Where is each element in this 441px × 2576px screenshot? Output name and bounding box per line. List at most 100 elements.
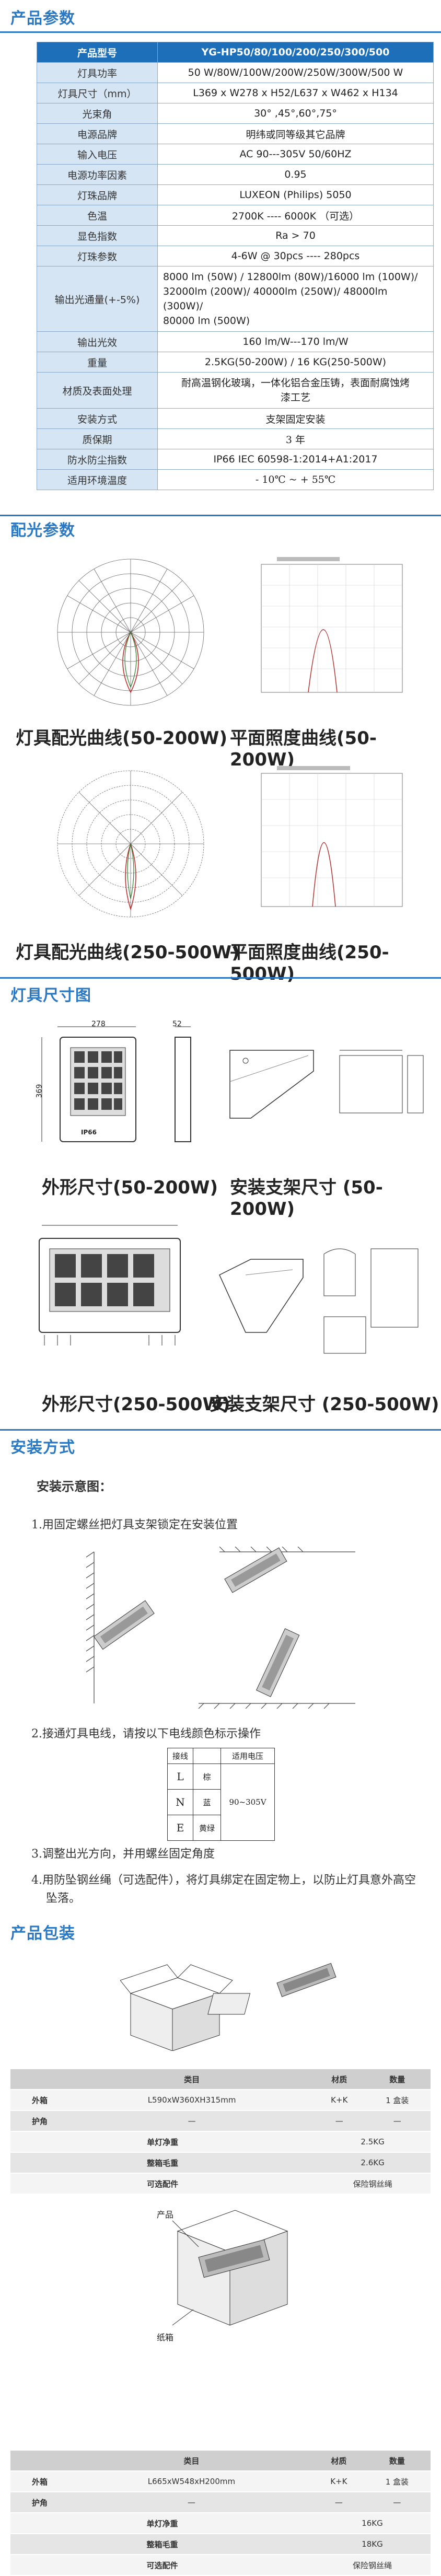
install-subtitle: 安装示意图： xyxy=(37,1479,112,1494)
spec-value: Ra > 70 xyxy=(157,225,434,246)
bracket-dimension-small xyxy=(339,1050,424,1113)
dim-width: 278 xyxy=(91,1020,106,1028)
package-key: 单灯净重 xyxy=(10,2513,314,2534)
package-key: 外箱 xyxy=(10,2090,69,2111)
spec-row: 适用环境温度- 10℃ ~ + 55℃ xyxy=(37,469,434,490)
package-key: 单灯净重 xyxy=(10,2131,315,2153)
section-title-params: 产品参数 xyxy=(10,9,75,28)
wiring-table: 接线 适用电压 L 棕 90~305V N 蓝 E 黄绿 xyxy=(167,1748,275,1841)
wiring-header-cell xyxy=(193,1748,221,1764)
install-step-1: 1.用固定螺丝把灯具支架锁定在安装位置 xyxy=(31,1518,238,1531)
wiring-row: E 黄绿 xyxy=(167,1815,275,1841)
package-key: 可选配件 xyxy=(10,2173,315,2195)
section-divider xyxy=(0,515,441,516)
package-key: 护角 xyxy=(10,2492,69,2513)
package-cell: — xyxy=(315,2110,364,2132)
package-cell: 保险钢丝绳 xyxy=(314,2555,431,2576)
spec-key: 材质及表面处理 xyxy=(37,372,158,409)
spec-key: 灯珠参数 xyxy=(37,246,158,266)
spec-value: 50 W/80W/100W/200W/250W/300W/500 W xyxy=(157,62,434,83)
spec-row: 灯具尺寸（mm）L369 x W278 x H52/L637 x W462 x … xyxy=(37,83,434,103)
package-row: 可选配件 保险钢丝绳 xyxy=(10,2173,431,2195)
illuminance-chart-large xyxy=(261,766,403,907)
package-key: 可选配件 xyxy=(10,2555,314,2576)
package-illustration-small xyxy=(120,1963,336,2051)
package-row: 护角 — — — xyxy=(10,2492,431,2513)
package-key: 整箱毛重 xyxy=(10,2152,315,2174)
fixture-side-small xyxy=(175,1026,191,1142)
package-cell: K+K xyxy=(315,2090,364,2111)
spec-row: 输出光通量(+-5%) 8000 lm (50W) / 12800lm (80W… xyxy=(37,266,434,332)
section-divider xyxy=(0,1429,441,1431)
package-header-cell: 数量 xyxy=(364,2069,431,2090)
spec-value: 8000 lm (50W) / 12800lm (80W)/16000 lm (… xyxy=(157,266,434,332)
dim-height: 369 xyxy=(35,1084,44,1098)
package-row: 单灯净重 16KG xyxy=(10,2513,431,2534)
package-cell: 16KG xyxy=(314,2513,431,2534)
bracket-dimension-large xyxy=(323,1248,419,1354)
spec-row: 电源品牌明纬或同等级其它品牌 xyxy=(37,123,434,144)
package-label-product: 产品 xyxy=(157,2210,174,2220)
spec-key: 重量 xyxy=(37,352,158,373)
install-step-2: 2.接通灯具电线，请按以下电线颜色标示操作 xyxy=(31,1727,261,1740)
spec-key: 安装方式 xyxy=(37,408,158,429)
spec-value: L369 x W278 x H52/L637 x W462 x H134 xyxy=(157,83,434,103)
wiring-row: N 蓝 xyxy=(167,1789,275,1815)
spec-key: 灯具尺寸（mm） xyxy=(37,83,158,103)
install-step-4: 4.用防坠钢丝绳（可选配件），将灯具绑定在固定物上，以防止灯具意外高空 xyxy=(31,1874,416,1887)
section-divider xyxy=(0,31,441,33)
spec-key: 电源品牌 xyxy=(37,123,158,144)
spec-key: 光束角 xyxy=(37,103,158,124)
package-cell: 1 盒装 xyxy=(363,2471,431,2492)
spec-key: 质保期 xyxy=(37,428,158,449)
package-cell: — xyxy=(363,2492,431,2513)
package-row: 整箱毛重 2.6KG xyxy=(10,2152,431,2174)
caption-size-small: 外形尺寸(50-200W) xyxy=(42,1177,218,1198)
package-header-row: 类目 材质 数量 xyxy=(10,2451,431,2471)
spec-key: 灯具功率 xyxy=(37,62,158,83)
package-label-carton: 纸箱 xyxy=(157,2333,174,2342)
spec-value: 30° ,45°,60°,75° xyxy=(157,103,434,124)
spec-row: 安装方式支架固定安装 xyxy=(37,408,434,429)
package-header-cell: 类目 xyxy=(69,2069,315,2090)
caption-illuminance-large: 平面照度曲线(250-500W) xyxy=(230,942,389,984)
package-row: 可选配件 保险钢丝绳 xyxy=(10,2555,431,2576)
package-row: 外箱 L665xW548xH200mm K+K 1 盒装 xyxy=(10,2471,431,2492)
fixture-front-small xyxy=(41,1026,136,1142)
caption-bracket-large: 安装支架尺寸 (250-500W) xyxy=(209,1394,439,1415)
package-cell: 2.6KG xyxy=(315,2152,431,2174)
spec-key: 显色指数 xyxy=(37,225,158,246)
package-illustration-large xyxy=(172,2210,288,2326)
spec-header-row: 产品型号 YG-HP50/80/100/200/250/300/500 xyxy=(37,42,434,63)
section-title-optics: 配光参数 xyxy=(10,521,75,540)
install-step-3: 3.调整出光方向，并用螺丝固定角度 xyxy=(31,1848,215,1861)
spec-key: 防水防尘指数 xyxy=(37,449,158,470)
package-cell: — xyxy=(69,2110,315,2132)
wiring-color: 棕 xyxy=(193,1763,221,1790)
material-line: 耐高温钢化玻璃，一体化铝合金压铸，表面耐腐蚀烤 xyxy=(181,377,410,389)
install-step-4-cont: 坠落。 xyxy=(46,1892,81,1905)
material-line: 漆工艺 xyxy=(280,392,310,403)
spec-value: 160 lm/W---170 lm/W xyxy=(157,331,434,352)
package-row: 护角 — — — xyxy=(10,2110,431,2132)
polar-diagram-small xyxy=(57,559,204,706)
package-cell: — xyxy=(69,2492,314,2513)
spec-value: IP66 IEC 60598-1:2014+A1:2017 xyxy=(157,449,434,470)
section-divider xyxy=(0,977,441,979)
spec-key: 输入电压 xyxy=(37,144,158,165)
spec-row: 材质及表面处理 耐高温钢化玻璃，一体化铝合金压铸，表面耐腐蚀烤 漆工艺 xyxy=(37,372,434,409)
spec-key: 适用环境温度 xyxy=(37,469,158,490)
illuminance-chart-small xyxy=(261,557,403,693)
spec-table: 产品型号 YG-HP50/80/100/200/250/300/500 灯具功率… xyxy=(37,42,434,490)
section-title-package: 产品包装 xyxy=(10,1924,75,1943)
wiring-header-cell: 适用电压 xyxy=(220,1748,275,1764)
